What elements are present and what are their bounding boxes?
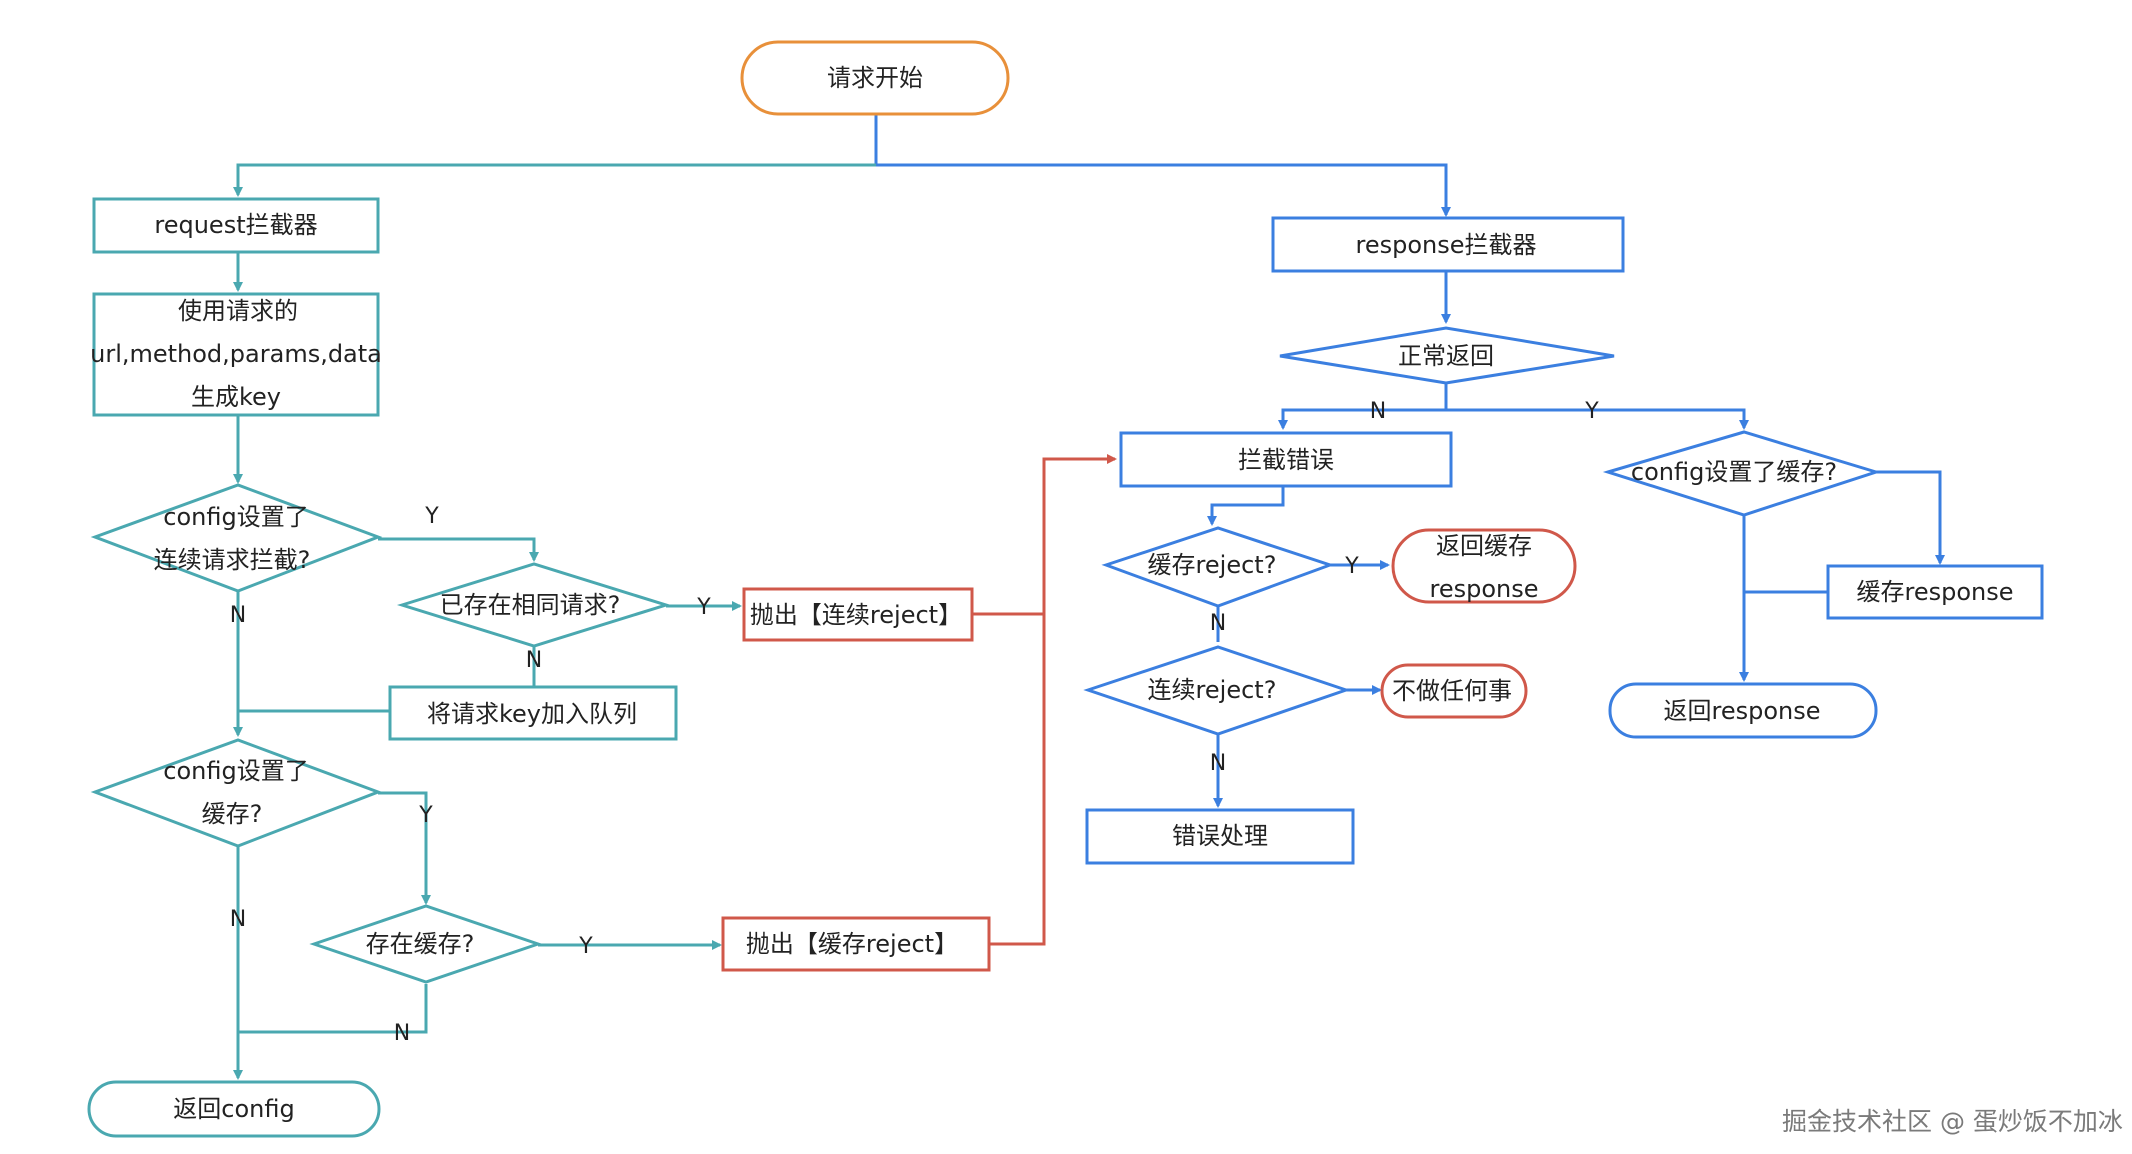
node-cache-reject-label: 缓存reject?: [1148, 551, 1277, 579]
node-error-handle-label: 错误处理: [1172, 822, 1268, 850]
label-exists-yes: Y: [696, 595, 711, 620]
edge-error-to-cachereject: [1207, 486, 1285, 526]
node-throw-cache-reject: [721, 916, 991, 972]
label-cachereject-no: N: [1210, 611, 1226, 636]
label-cfgcont-no: N: [230, 603, 246, 628]
edge-normal-no: [1278, 408, 1446, 430]
node-exists-same-label: 已存在相同请求?: [440, 591, 621, 619]
edge-cacheexists-no: [238, 984, 428, 1034]
label-cacheexists-yes: Y: [578, 934, 593, 959]
node-response-interceptor: [1271, 216, 1625, 273]
node-config-cache-line2: 缓存?: [202, 800, 263, 828]
node-intercept-error-label: 拦截错误: [1238, 446, 1334, 474]
node-config-continuous-decision: [90, 483, 383, 593]
node-add-to-queue: [388, 685, 678, 741]
edge-cfgcont-yes: [378, 537, 539, 562]
node-do-nothing-label: 不做任何事: [1392, 677, 1512, 705]
label-cfgcache-yes: Y: [418, 803, 433, 828]
node-return-config-label: 返回config: [173, 1095, 294, 1123]
node-return-cache-line1: 返回缓存: [1436, 532, 1532, 560]
node-config-response-cache-decision: [1602, 430, 1882, 517]
node-generate-key-line3: 生成key: [191, 383, 281, 411]
label-exists-no: N: [526, 648, 542, 673]
node-generate-key-line2: url,method,params,data: [90, 340, 382, 368]
node-exists-same-decision: [396, 562, 672, 648]
node-config-response-cache-label: config设置了缓存?: [1631, 458, 1837, 486]
node-start: [740, 40, 1010, 116]
node-normal-return-label: 正常返回: [1398, 342, 1494, 370]
node-throw-continuous-reject-label: 抛出【连续reject】: [750, 601, 962, 629]
node-config-cache-line1: config设置了: [163, 757, 308, 785]
node-return-response: [1608, 682, 1878, 739]
node-add-to-queue-label: 将请求key加入队列: [427, 700, 637, 728]
label-cachereject-yes: Y: [1344, 554, 1359, 579]
edge-cfgresp-right: [1876, 470, 1945, 565]
node-return-response-label: 返回response: [1663, 697, 1820, 725]
node-generate-key-line1: 使用请求的: [178, 297, 298, 325]
label-cacheexists-no: N: [394, 1021, 410, 1046]
label-normal-yes: Y: [1584, 399, 1599, 424]
node-start-label: 请求开始: [827, 64, 923, 92]
node-intercept-error: [1119, 431, 1453, 488]
edge-start-to-request: [233, 163, 876, 197]
node-throw-cache-reject-label: 抛出【缓存reject】: [746, 930, 958, 958]
node-cache-exists-decision: [309, 904, 543, 984]
edge-start-to-response: [876, 163, 1451, 217]
node-throw-continuous-reject: [742, 587, 974, 642]
node-return-cache: [1391, 528, 1577, 604]
edge-cfgcache-yes: [378, 791, 431, 905]
edge-throwcache-to-error: [990, 454, 1117, 946]
edge-normal-yes: [1446, 408, 1749, 430]
label-normal-no: N: [1370, 399, 1386, 424]
node-cache-response-label: 缓存response: [1856, 578, 2013, 606]
node-cache-reject-decision: [1101, 526, 1335, 608]
node-do-nothing: [1380, 663, 1528, 719]
label-cfgcache-no: N: [230, 907, 246, 932]
node-normal-return-decision: [1279, 326, 1615, 385]
node-error-handle: [1085, 808, 1355, 865]
node-continuous-reject-label: 连续reject?: [1148, 676, 1277, 704]
node-config-continuous-line2: 连续请求拦截?: [154, 546, 311, 574]
node-return-cache-line2: response: [1429, 575, 1538, 603]
node-continuous-reject-decision: [1083, 645, 1351, 736]
node-generate-key: [92, 292, 380, 417]
node-request-interceptor-label: request拦截器: [154, 211, 317, 239]
node-request-interceptor: [92, 197, 380, 254]
node-cache-response: [1826, 564, 2044, 620]
label-contreject-no: N: [1210, 751, 1226, 776]
node-config-cache-decision: [90, 738, 383, 848]
label-cfgcont-yes: Y: [424, 504, 439, 529]
watermark: 掘金技术社区 @ 蛋炒饭不加冰: [1782, 1107, 2123, 1136]
node-cache-exists-label: 存在缓存?: [366, 930, 475, 958]
node-config-continuous-line1: config设置了: [163, 503, 308, 531]
node-response-interceptor-label: response拦截器: [1355, 231, 1536, 259]
node-return-config: [87, 1080, 381, 1138]
